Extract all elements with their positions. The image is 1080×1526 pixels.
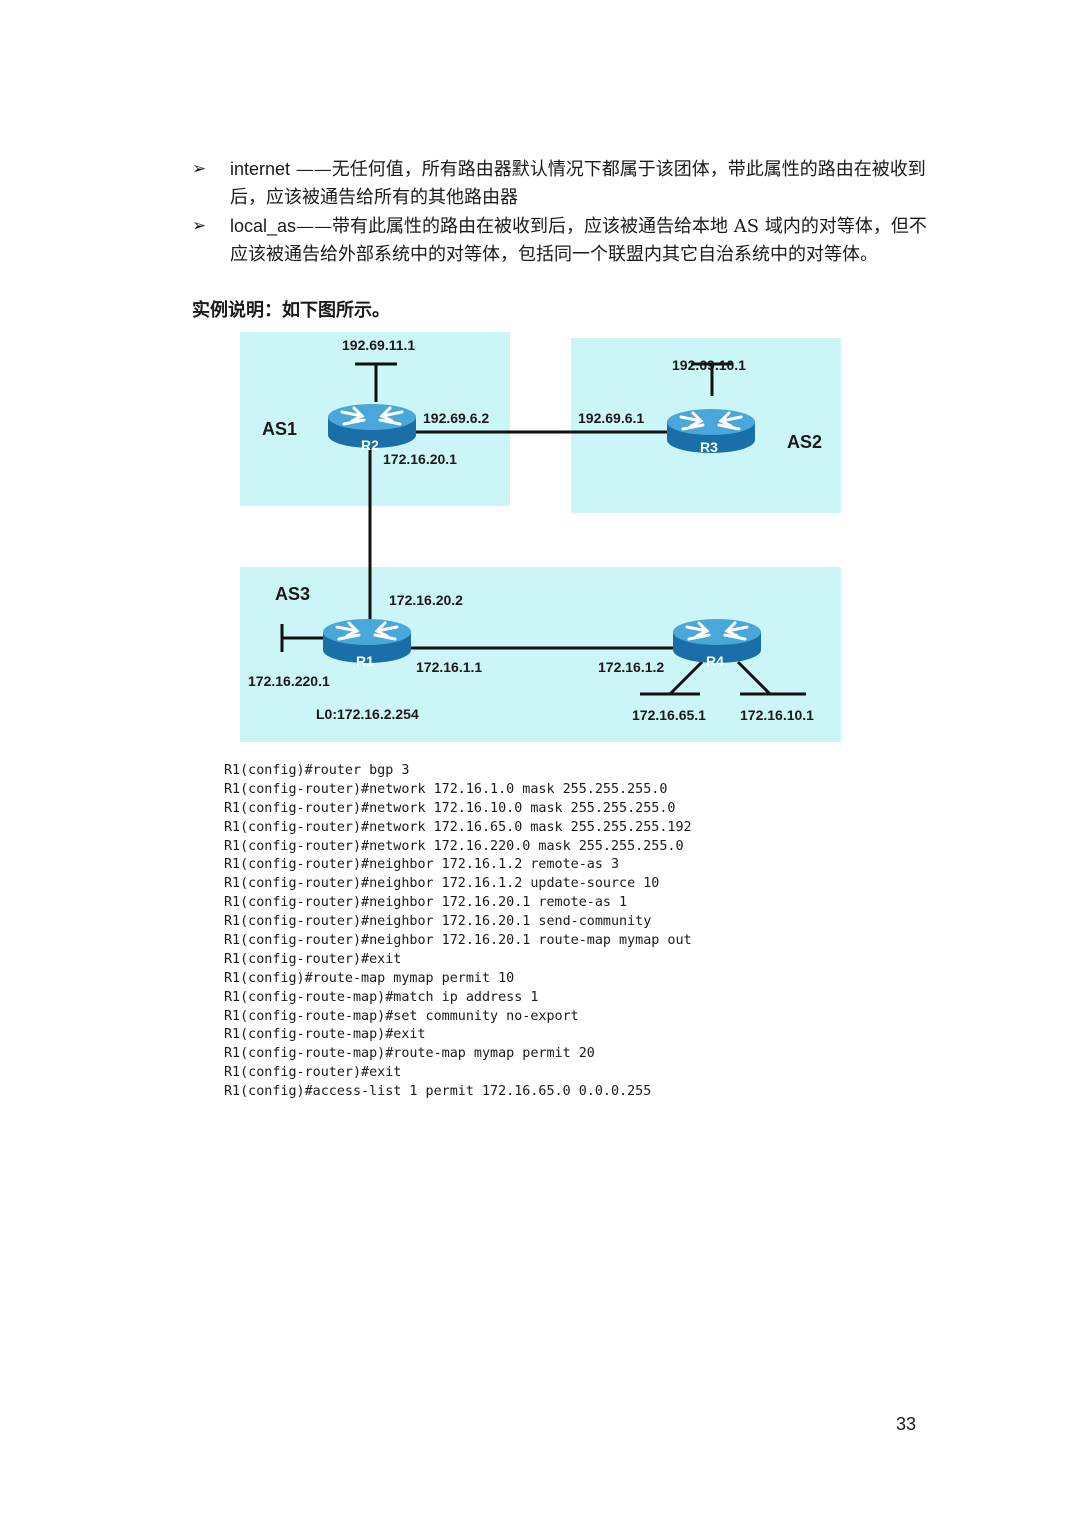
bullet-text: ——无任何值，所有路由器默认情况下都属于该团体，带此属性的路由在被收到后，应该被… bbox=[230, 159, 926, 208]
config-line: R1(config-router)#neighbor 172.16.20.1 r… bbox=[224, 933, 692, 949]
config-line: R1(config-router)#neighbor 172.16.20.1 r… bbox=[224, 895, 628, 911]
arrow-bullet-icon: ➢ bbox=[192, 159, 207, 179]
ip-r3-left: 192.69.6.1 bbox=[578, 410, 644, 426]
ip-r4-bottom-left: 172.16.65.1 bbox=[632, 707, 706, 723]
config-line: R1(config-router)#exit bbox=[224, 1065, 402, 1081]
ip-r1-right: 172.16.1.1 bbox=[416, 659, 482, 675]
config-line: R1(config-router)#network 172.16.220.0 m… bbox=[224, 838, 684, 854]
config-line: R1(config-route-map)#exit bbox=[224, 1027, 426, 1043]
ip-r4-bottom-right: 172.16.10.1 bbox=[740, 707, 814, 723]
as3-label: AS3 bbox=[275, 584, 310, 604]
ip-r1-left: 172.16.220.1 bbox=[248, 673, 330, 689]
ip-r1-loopback: L0:172.16.2.254 bbox=[316, 706, 419, 722]
ip-r2-top: 192.69.11.1 bbox=[342, 337, 415, 353]
ip-r1-top: 172.16.20.2 bbox=[389, 592, 463, 608]
network-diagram: R2 R3 R1 R4 AS1 AS2 AS3 192.69.11.1 192.… bbox=[240, 330, 842, 744]
bullet-term: internet bbox=[230, 159, 291, 179]
arrow-bullet-icon: ➢ bbox=[192, 216, 207, 236]
config-line: R1(config-router)#neighbor 172.16.1.2 re… bbox=[224, 857, 620, 873]
bullet-list: ➢ internet ——无任何值，所有路由器默认情况下都属于该团体，带此属性的… bbox=[192, 155, 932, 269]
bullet-local-as: ➢ local_as——带有此属性的路由在被收到后，应该被通告给本地 AS 域内… bbox=[192, 212, 932, 269]
bullet-text: ——带有此属性的路由在被收到后，应该被通告给本地 AS 域内的对等体，但不应该被… bbox=[230, 216, 927, 265]
config-line: R1(config)#access-list 1 permit 172.16.6… bbox=[224, 1084, 652, 1100]
config-line: R1(config-route-map)#route-map mymap per… bbox=[224, 1046, 595, 1062]
config-line: R1(config)#router bgp 3 bbox=[224, 763, 410, 778]
config-line: R1(config)#route-map mymap permit 10 bbox=[224, 970, 515, 986]
bullet-term: local_as bbox=[230, 216, 297, 236]
as1-label: AS1 bbox=[262, 419, 297, 439]
config-line: R1(config-router)#network 172.16.65.0 ma… bbox=[224, 819, 692, 835]
router-r1-label: R1 bbox=[356, 653, 374, 669]
config-line: R1(config-route-map)#match ip address 1 bbox=[224, 989, 539, 1005]
example-heading: 实例说明：如下图所示。 bbox=[192, 300, 390, 321]
bullet-internet: ➢ internet ——无任何值，所有路由器默认情况下都属于该团体，带此属性的… bbox=[192, 155, 932, 212]
config-line: R1(config-route-map)#set community no-ex… bbox=[224, 1008, 579, 1024]
config-line: R1(config-router)#exit bbox=[224, 951, 402, 967]
router-r3-label: R3 bbox=[700, 439, 718, 455]
ip-r4-left: 172.16.1.2 bbox=[598, 659, 664, 675]
config-line: R1(config-router)#network 172.16.10.0 ma… bbox=[224, 800, 676, 816]
ip-r2-bottom: 172.16.20.1 bbox=[383, 451, 457, 467]
config-line: R1(config-router)#neighbor 172.16.1.2 up… bbox=[224, 876, 660, 892]
page-number: 33 bbox=[896, 1414, 917, 1434]
router-r2-label: R2 bbox=[361, 437, 379, 453]
config-line: R1(config-router)#network 172.16.1.0 mas… bbox=[224, 781, 668, 797]
config-code-block: R1(config)#router bgp 3 R1(config-router… bbox=[224, 762, 692, 1102]
ip-r3-top: 192.69.10.1 bbox=[672, 357, 746, 373]
router-r4-label: R4 bbox=[706, 653, 724, 669]
stub-r4-br bbox=[736, 660, 772, 696]
config-line: R1(config-router)#neighbor 172.16.20.1 s… bbox=[224, 914, 652, 930]
topology-svg: R2 R3 R1 R4 AS1 AS2 AS3 192.69.11.1 192.… bbox=[240, 332, 841, 742]
as2-label: AS2 bbox=[787, 432, 822, 452]
ip-r2-right: 192.69.6.2 bbox=[423, 410, 489, 426]
stub-r4-bl bbox=[668, 660, 704, 696]
